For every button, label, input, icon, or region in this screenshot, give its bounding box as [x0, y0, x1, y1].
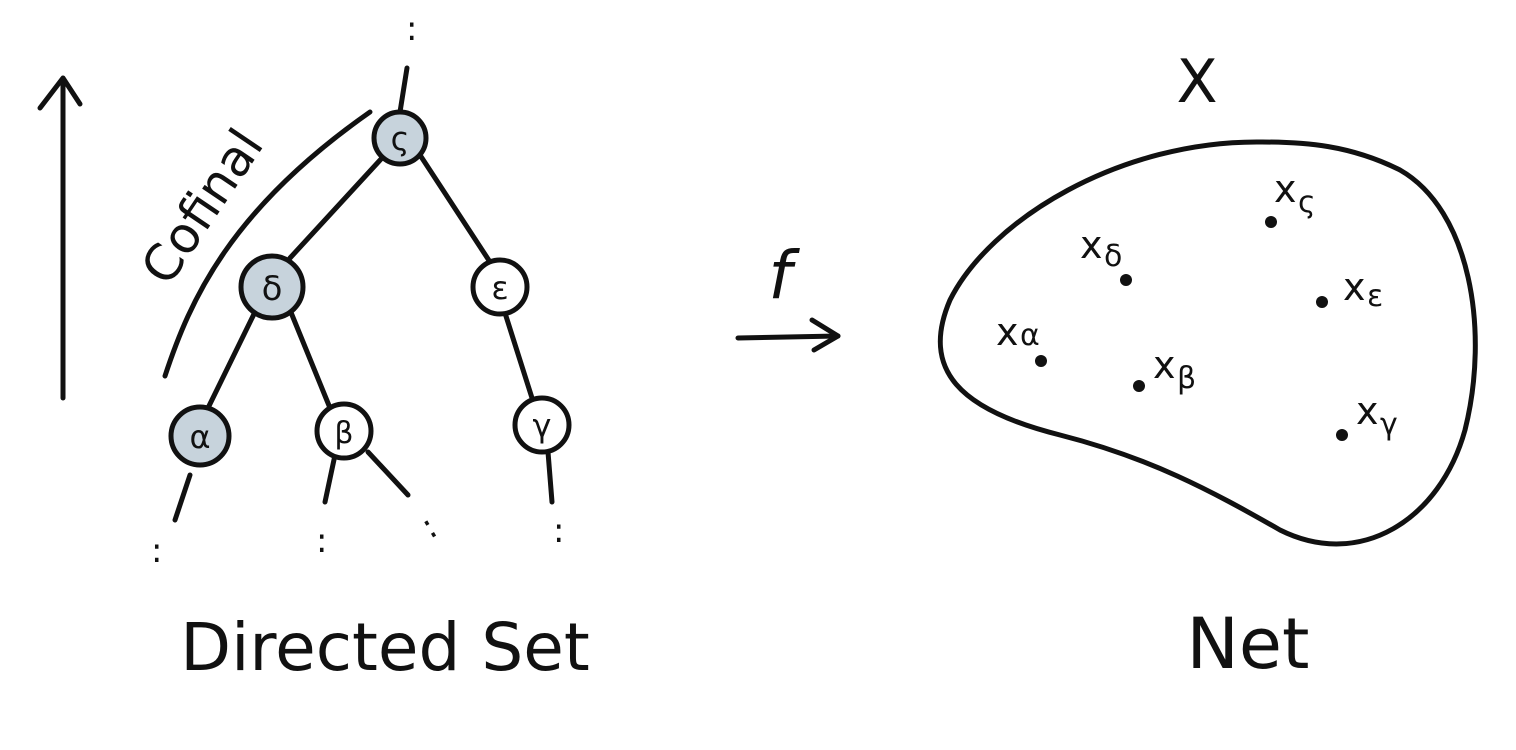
map-label: f	[768, 237, 800, 314]
ellipsis-gamma: :	[553, 511, 564, 551]
node-label: α	[189, 418, 210, 456]
point-base: x	[1343, 265, 1366, 309]
net-point-x-gamma: x γ	[1336, 389, 1398, 442]
right-arrow-icon	[735, 317, 841, 353]
point-sub: ς	[1298, 185, 1316, 220]
point-sub: γ	[1380, 407, 1398, 442]
net-point-x-epsilon: x ε	[1316, 265, 1383, 314]
edge-beta-down-right	[365, 449, 411, 498]
node-label: β	[334, 416, 353, 451]
space-blob	[937, 139, 1478, 547]
edge-delta-alpha	[205, 309, 258, 411]
node-label: ε	[491, 269, 508, 307]
point-sub: δ	[1104, 239, 1122, 274]
point-sub: ε	[1367, 279, 1383, 314]
node-label: δ	[262, 269, 283, 309]
ellipsis-top: :	[406, 9, 417, 49]
point-sub: β	[1177, 361, 1196, 396]
edge-delta-beta	[287, 307, 333, 411]
directed-set-caption: Directed Set	[180, 609, 589, 686]
up-arrow-icon	[37, 75, 83, 401]
point-base: x	[1153, 343, 1176, 387]
ellipsis-beta: :	[316, 521, 327, 561]
net-point-x-zeta: x ς	[1265, 167, 1316, 228]
ellipsis-beta-right: :	[414, 507, 444, 547]
space-label: X	[1176, 47, 1217, 117]
edge-alpha-down	[172, 472, 193, 523]
node-label: ς	[391, 120, 410, 158]
edge-top	[397, 65, 410, 115]
node-label: γ	[533, 407, 552, 445]
net-point-x-alpha: x α	[996, 310, 1047, 367]
point-base: x	[1080, 223, 1103, 267]
edge-beta-down-left	[322, 452, 338, 505]
net-point-x-beta: x β	[1133, 343, 1196, 396]
point-base: x	[996, 310, 1019, 354]
edge-epsilon-gamma	[502, 310, 535, 401]
ellipsis-alpha: :	[151, 531, 162, 571]
point-base: x	[1274, 167, 1297, 211]
node-gamma: γ	[512, 395, 572, 455]
edge-gamma-down	[545, 449, 555, 505]
point-sub: α	[1020, 318, 1040, 353]
tree-edges	[172, 65, 555, 523]
cofinal-arc	[162, 109, 373, 379]
node-beta: β	[314, 401, 374, 461]
point-base: x	[1356, 389, 1379, 433]
edge-zeta-epsilon	[417, 152, 493, 265]
node-alpha: α	[168, 404, 232, 468]
node-zeta: ς	[371, 109, 429, 167]
node-delta: δ	[238, 253, 306, 321]
edge-zeta-delta	[287, 155, 385, 261]
node-epsilon: ε	[470, 257, 530, 317]
net-point-x-delta: x δ	[1080, 223, 1132, 286]
net-caption: Net	[1187, 603, 1310, 685]
